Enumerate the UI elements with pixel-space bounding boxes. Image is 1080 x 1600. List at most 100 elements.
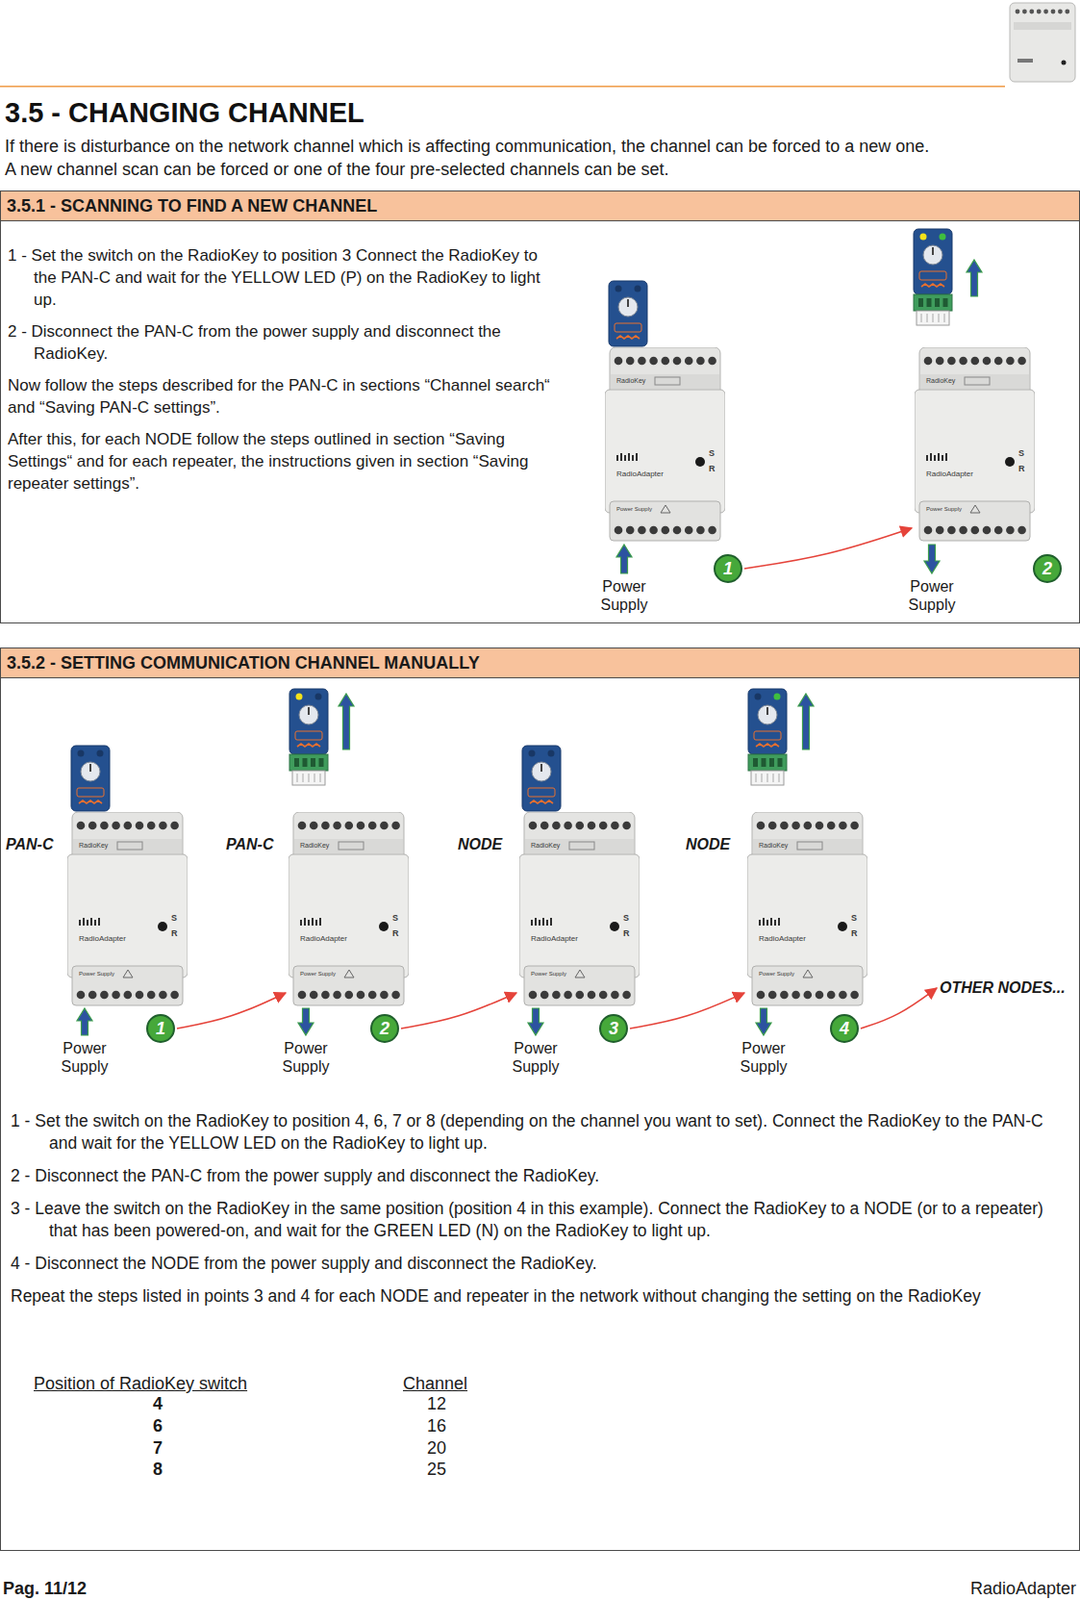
terminal-hole: [768, 821, 778, 830]
led-letter: R: [623, 929, 630, 939]
bottom-module: [919, 501, 1030, 541]
led-green: [774, 693, 781, 701]
key-socket: [797, 841, 823, 850]
terminal-hole: [76, 821, 86, 830]
led-yellow: [615, 285, 623, 293]
connector-slot: [927, 298, 932, 307]
terminal-hole: [673, 356, 682, 366]
power-supply-label: Power Supply: [732, 1038, 795, 1076]
led-letter: R: [392, 929, 400, 939]
terminal-hole: [599, 821, 608, 830]
terminal-hole: [170, 821, 179, 830]
brand-logo: [927, 452, 947, 461]
terminal-hole: [576, 990, 585, 1000]
terminal-hole: [661, 526, 671, 535]
terminal-hole: [756, 821, 766, 830]
instruction-text: Repeat the steps listed in points 3 and …: [10, 1284, 1055, 1307]
switch-pointer: [627, 299, 629, 307]
key-logo: [527, 787, 555, 797]
top-module: [752, 811, 863, 862]
page-title: 3.5 - CHANGING CHANNEL: [4, 97, 365, 129]
device-brand: RadioAdapter: [78, 934, 126, 944]
led-letter: R: [1018, 464, 1026, 475]
warning-triangle: [344, 969, 354, 978]
terminal-hole: [838, 990, 848, 1000]
device-label: RadioKey: [300, 841, 329, 850]
led-yellow: [296, 693, 303, 701]
terminal-hole: [111, 821, 121, 830]
table-cell: 7: [138, 1437, 177, 1459]
footer-title: RadioAdapter: [865, 1578, 1077, 1600]
device-brand: RadioAdapter: [300, 934, 348, 944]
section-body: 1 - Set the switch on the RadioKey to po…: [7, 244, 564, 504]
device-drawing: [747, 811, 868, 1006]
device-drawing: [519, 811, 640, 1006]
product-icon: [1009, 2, 1076, 82]
terminal-hole: [637, 356, 647, 366]
instruction-text: 2 - Disconnect the PAN-C from the power …: [10, 1164, 1055, 1187]
device-label: RadioKey: [926, 376, 955, 385]
device-role-label: NODE: [457, 834, 503, 854]
down-arrow: [298, 1007, 314, 1035]
terminal-hole: [994, 356, 1004, 366]
top-module: [293, 811, 404, 862]
terminal-hole: [637, 526, 647, 535]
rotary-switch: [757, 704, 778, 725]
led-green: [315, 693, 323, 701]
terminal-hole: [147, 821, 156, 830]
connector-slot: [294, 757, 300, 767]
terminal-hole: [838, 821, 848, 830]
terminal-hole: [1017, 356, 1027, 366]
main-housing: [914, 389, 1035, 513]
icon-body: [1009, 2, 1076, 82]
key-connector: [913, 294, 953, 311]
radio-adapter-device: RadioKeyRadioAdapterSRPower Supply: [288, 811, 409, 1006]
instruction-text: 4 - Disconnect the NODE from the power s…: [10, 1252, 1055, 1275]
rotary-switch: [80, 761, 101, 781]
terminal-hole: [379, 990, 389, 1000]
terminal-hole: [1005, 356, 1015, 366]
terminal-label: Power Supply: [758, 970, 795, 978]
terminal-hole: [298, 990, 307, 1000]
label-strip: [294, 838, 403, 854]
terminal-hole: [528, 990, 538, 1000]
step-number: 3: [599, 1013, 628, 1043]
brand-logo: [301, 917, 321, 926]
terminal-hole: [947, 526, 956, 535]
terminal-hole: [971, 526, 980, 535]
terminal-hole: [626, 526, 635, 535]
up-arrow: [966, 259, 982, 297]
up-arrow: [616, 544, 632, 574]
step-number-text: 1: [148, 1015, 174, 1041]
device-role-label: PAN-C: [226, 834, 274, 854]
connector-slot: [934, 298, 940, 307]
main-housing: [67, 853, 188, 978]
label-strip: [525, 838, 634, 854]
plug-pin: [938, 313, 940, 323]
terminal-hole: [684, 526, 694, 535]
status-led: [837, 921, 848, 931]
main-housing: [519, 853, 640, 978]
device-drawing: [914, 347, 1035, 542]
terminal-hole: [576, 821, 585, 830]
note-text: OTHER NODES...: [939, 979, 1066, 997]
step-number-text: 2: [372, 1015, 398, 1041]
terminal-hole: [815, 990, 825, 1000]
terminal-hole: [791, 821, 801, 830]
switch-pointer: [89, 763, 92, 772]
switch-pointer: [307, 706, 310, 715]
terminal-hole: [803, 821, 813, 830]
terminal-hole: [309, 990, 319, 1000]
terminal-hole: [614, 356, 624, 366]
plug-pin: [302, 773, 304, 782]
terminal-hole: [779, 821, 789, 830]
step-number: 2: [370, 1013, 400, 1043]
main-housing: [747, 853, 868, 978]
led-letter: S: [1018, 449, 1025, 459]
key-body: [608, 280, 648, 347]
plug-pin: [320, 773, 322, 782]
terminal-hole: [947, 356, 956, 366]
terminal-hole: [587, 990, 597, 1000]
terminal-hole: [321, 990, 330, 1000]
